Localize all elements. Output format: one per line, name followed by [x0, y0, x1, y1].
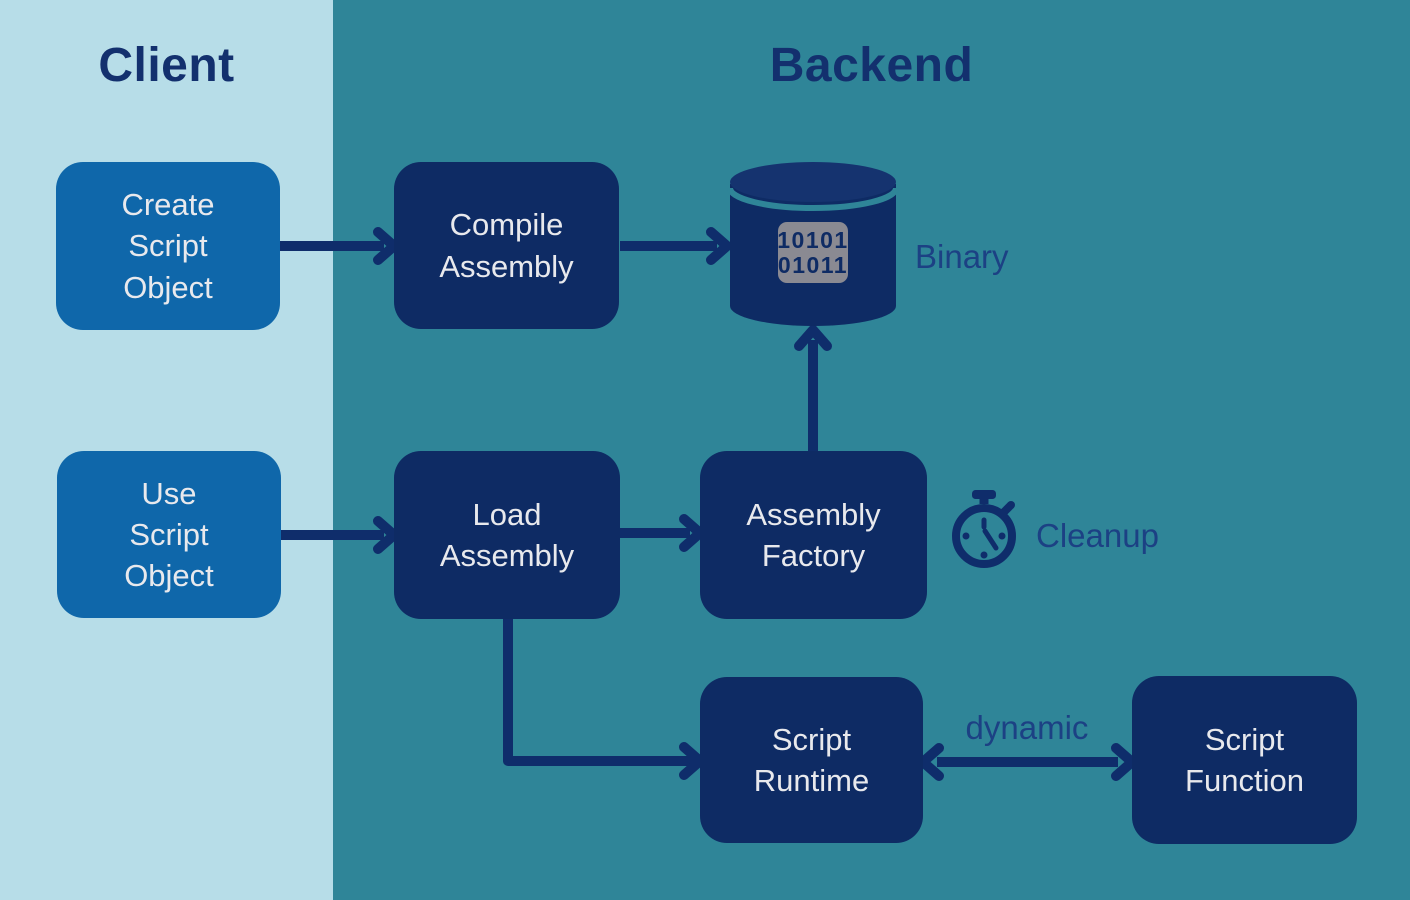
dynamic-label: dynamic: [965, 709, 1089, 746]
binary-code-badge: 10101 01011: [777, 222, 849, 283]
client-title: Client: [98, 39, 235, 92]
cleanup-label: Cleanup: [1036, 517, 1159, 554]
binary-label: Binary: [915, 238, 1009, 275]
stopwatch-icon: [952, 490, 1016, 568]
node-assembly-factory: Assembly Factory: [700, 451, 927, 619]
backend-title: Backend: [769, 39, 974, 92]
client-panel: [0, 0, 333, 900]
node-script-runtime: Script Runtime: [700, 677, 923, 843]
node-load-assembly: Load Assembly: [394, 451, 620, 619]
binary-badge-row1: 10101: [777, 226, 849, 253]
node-use-script-object: Use Script Object: [57, 451, 281, 618]
node-compile-assembly: Compile Assembly: [394, 162, 619, 329]
node-create-script-object: Create Script Object: [56, 162, 280, 330]
node-script-function: Script Function: [1132, 676, 1357, 844]
binary-badge-row2: 01011: [777, 251, 849, 278]
